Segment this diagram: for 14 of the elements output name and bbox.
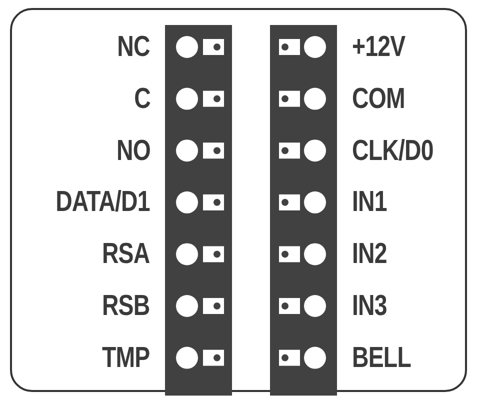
terminal-label: CLK/D0 [352, 134, 434, 167]
terminal-label: IN3 [352, 290, 387, 322]
terminal-label: DATA/D1 [56, 186, 150, 218]
terminal-label: +12V [352, 31, 406, 63]
terminal-label: NC [117, 31, 150, 63]
terminal-label: C [134, 82, 150, 115]
terminal-label: TMP [102, 342, 150, 374]
terminal-label: COM [352, 82, 405, 115]
terminal-label: NO [116, 134, 150, 167]
terminal-label: IN2 [352, 238, 387, 270]
terminal-label: RSB [102, 290, 150, 322]
terminal-label: IN1 [352, 186, 387, 218]
terminal-label: BELL [352, 342, 411, 374]
terminal-label: RSA [102, 238, 150, 270]
